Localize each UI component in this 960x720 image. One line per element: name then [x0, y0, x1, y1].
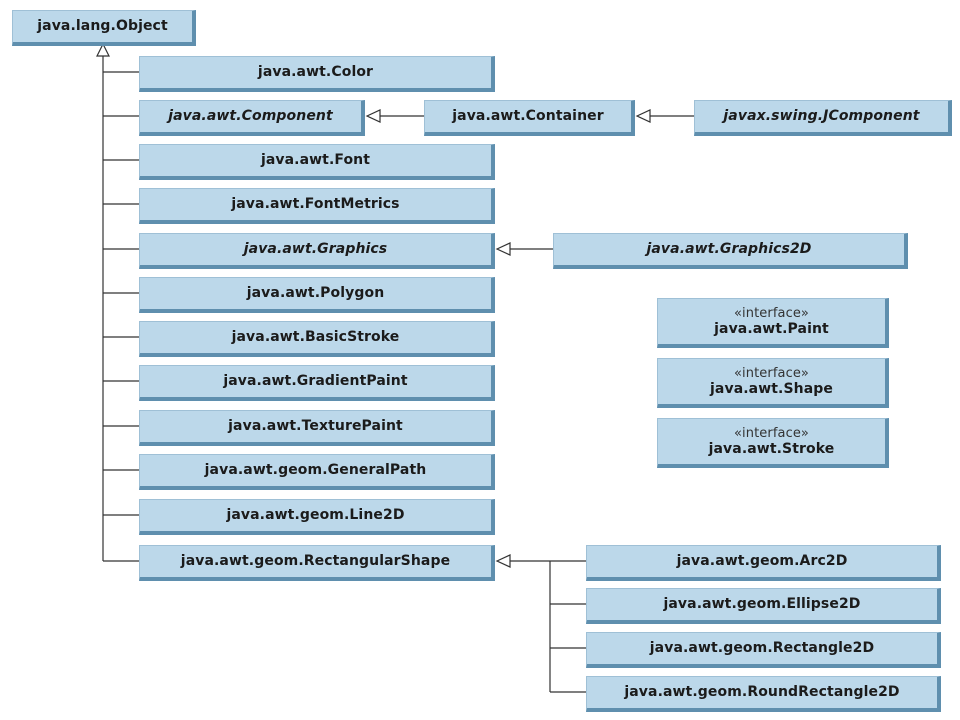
class-component: java.awt.Component	[139, 100, 365, 136]
class-graphics2d: java.awt.Graphics2D	[553, 233, 908, 269]
arrowhead-object	[96, 42, 110, 57]
interface-name: java.awt.Shape	[710, 380, 833, 397]
class-gradientpaint: java.awt.GradientPaint	[139, 365, 495, 401]
class-name: java.awt.geom.RectangularShape	[180, 553, 451, 569]
arrowhead-container	[635, 109, 651, 123]
interface-stroke: «interface» java.awt.Stroke	[657, 418, 889, 468]
class-name: java.awt.geom.RoundRectangle2D	[624, 684, 900, 700]
interface-paint: «interface» java.awt.Paint	[657, 298, 889, 348]
class-container: java.awt.Container	[424, 100, 635, 136]
interface-stereotype: «interface»	[734, 425, 809, 441]
interface-name: java.awt.Paint	[714, 320, 829, 337]
class-name: java.awt.Graphics	[243, 241, 388, 257]
class-name: java.awt.geom.GeneralPath	[204, 462, 427, 478]
interface-stereotype: «interface»	[734, 365, 809, 381]
class-name: java.awt.FontMetrics	[231, 196, 400, 212]
class-ellipse2d: java.awt.geom.Ellipse2D	[586, 588, 941, 624]
interface-stereotype: «interface»	[734, 305, 809, 321]
class-name: java.awt.geom.Line2D	[226, 507, 405, 523]
class-name: javax.swing.JComponent	[723, 108, 920, 124]
class-polygon: java.awt.Polygon	[139, 277, 495, 313]
class-name: java.awt.geom.Arc2D	[676, 553, 848, 569]
class-font: java.awt.Font	[139, 144, 495, 180]
class-name: java.awt.geom.Rectangle2D	[649, 640, 875, 656]
arrowhead-graphics	[495, 242, 511, 256]
class-name: java.awt.BasicStroke	[231, 329, 400, 345]
class-name: java.awt.GradientPaint	[223, 373, 408, 389]
class-name: java.awt.Color	[257, 64, 374, 80]
class-name: java.awt.TexturePaint	[228, 418, 403, 434]
class-name: java.awt.geom.Ellipse2D	[663, 596, 861, 612]
class-jcomponent: javax.swing.JComponent	[694, 100, 952, 136]
interface-shape: «interface» java.awt.Shape	[657, 358, 889, 408]
class-generalpath: java.awt.geom.GeneralPath	[139, 454, 495, 490]
class-line2d: java.awt.geom.Line2D	[139, 499, 495, 535]
class-graphics: java.awt.Graphics	[139, 233, 495, 269]
class-arc2d: java.awt.geom.Arc2D	[586, 545, 941, 581]
class-name: java.awt.Font	[260, 152, 371, 168]
class-basicstroke: java.awt.BasicStroke	[139, 321, 495, 357]
class-roundrectangle2d: java.awt.geom.RoundRectangle2D	[586, 676, 941, 712]
interface-name: java.awt.Stroke	[708, 440, 835, 457]
class-java-lang-object: java.lang.Object	[12, 10, 196, 46]
class-name: java.awt.Graphics2D	[646, 241, 812, 257]
class-name: java.lang.Object	[37, 18, 168, 34]
arrowhead-rectangularshape	[495, 554, 511, 568]
class-rectangle2d: java.awt.geom.Rectangle2D	[586, 632, 941, 668]
class-rectangularshape: java.awt.geom.RectangularShape	[139, 545, 495, 581]
class-fontmetrics: java.awt.FontMetrics	[139, 188, 495, 224]
class-name: java.awt.Component	[168, 108, 333, 124]
class-name: java.awt.Container	[452, 108, 604, 124]
class-color: java.awt.Color	[139, 56, 495, 92]
class-texturepaint: java.awt.TexturePaint	[139, 410, 495, 446]
class-name: java.awt.Polygon	[246, 285, 385, 301]
arrowhead-component	[365, 109, 381, 123]
